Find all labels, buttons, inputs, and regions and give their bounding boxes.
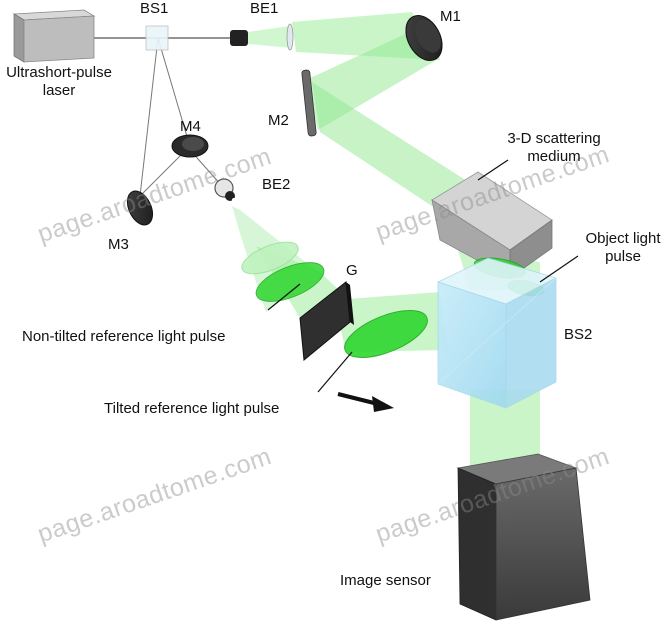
- leader-lines: [267, 159, 579, 393]
- laser-label: Ultrashort-pulse laser: [6, 64, 112, 99]
- m2-mirror: [301, 69, 317, 137]
- m3-to-m4-line: [139, 147, 189, 197]
- bs2-label: BS2: [564, 326, 593, 343]
- m2-label: M2: [268, 112, 289, 129]
- tilted-label: Tilted reference light pulse: [104, 400, 280, 417]
- image-sensor-box: [456, 453, 591, 621]
- be2-expander: [214, 178, 236, 202]
- be1-expander: [230, 23, 294, 51]
- object-pulse-leader: [539, 255, 579, 283]
- be2-label: BE2: [262, 176, 291, 193]
- m1-mirror: [405, 15, 443, 61]
- medium-leader: [477, 159, 509, 181]
- m4-label: M4: [180, 118, 201, 135]
- be1-expansion-beam: [248, 26, 292, 48]
- propagation-arrow: [337, 392, 394, 412]
- g-label: G: [346, 262, 358, 279]
- tilted-pulse: [344, 310, 428, 358]
- bs1-to-m3-line: [139, 37, 159, 197]
- scattering-label: 3-D scattering medium: [507, 130, 601, 165]
- beam-bs2-to-sensor: [470, 390, 540, 468]
- tilted-leader: [317, 351, 353, 393]
- grating-g: [299, 281, 354, 361]
- m3-label: M3: [108, 236, 129, 253]
- image-sensor-label: Image sensor: [340, 572, 431, 589]
- bs2-cube: [436, 257, 558, 409]
- be1-label: BE1: [250, 0, 279, 17]
- object-pulse-label: Object light pulse: [585, 230, 661, 265]
- bs1-to-m4-line: [157, 37, 189, 141]
- non-tilted-leader: [267, 283, 301, 311]
- non-tilted-label: Non-tilted reference light pulse: [22, 328, 226, 345]
- m3-mirror: [126, 190, 154, 226]
- m1-label: M1: [440, 8, 461, 25]
- laser-box: [12, 9, 96, 63]
- bs1-splitter: [145, 25, 169, 51]
- beam-m2-to-medium: [312, 82, 478, 218]
- non-tilted-pulses: [241, 241, 325, 302]
- bs1-label: BS1: [140, 0, 169, 17]
- m4-mirror: [171, 134, 209, 158]
